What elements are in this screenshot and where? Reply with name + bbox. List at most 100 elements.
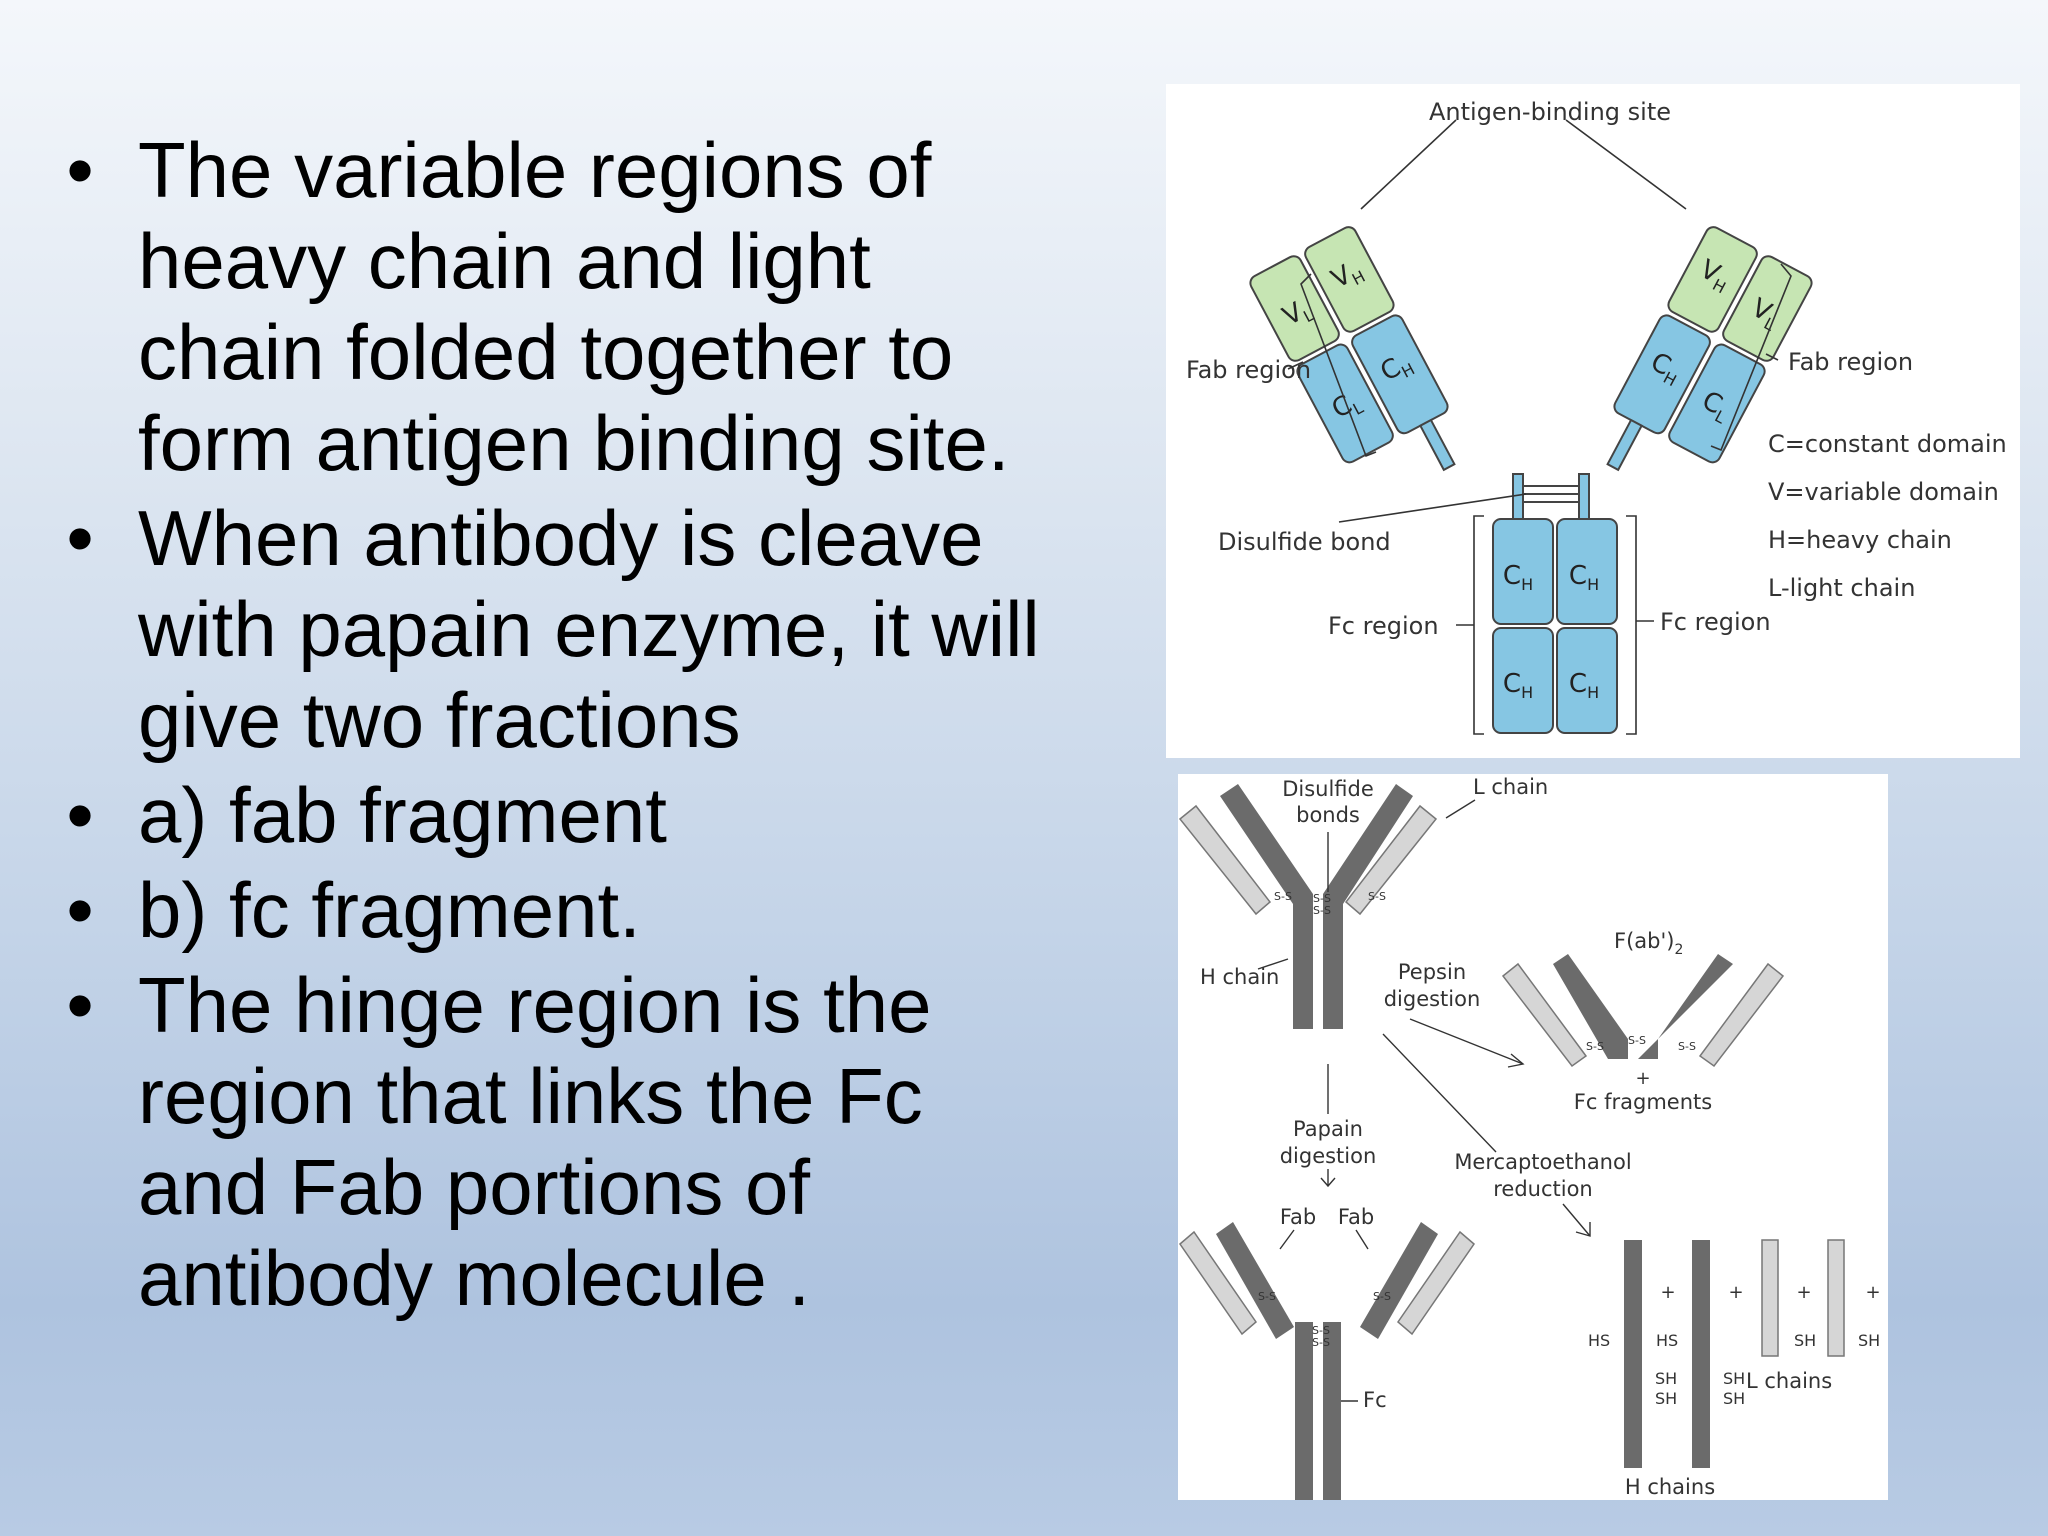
cl-domain bbox=[1668, 343, 1766, 464]
h-chains-label: H chains bbox=[1625, 1475, 1715, 1499]
antigen-binding-site-label: Antigen-binding site bbox=[1429, 98, 1671, 126]
domain-label: C bbox=[1569, 669, 1587, 699]
antigen-site-lines bbox=[1360, 119, 1687, 210]
thiol-labels: HS HS SH SH SH SH SH SH bbox=[1588, 1331, 1880, 1408]
svg-text:HS: HS bbox=[1656, 1331, 1678, 1350]
heavy-chain bbox=[1323, 784, 1413, 1029]
bullet-dot: • bbox=[66, 866, 94, 954]
svg-text:+: + bbox=[1728, 1282, 1743, 1303]
ss-label: S-S bbox=[1274, 890, 1292, 903]
fab2-label: F(ab') bbox=[1614, 929, 1674, 953]
legend-item: L-light chain bbox=[1768, 574, 1915, 602]
heavy-chain bbox=[1553, 954, 1628, 1059]
svg-text:S-S: S-S bbox=[1312, 1324, 1330, 1337]
bullet-item: • a) fab fragment bbox=[60, 770, 1160, 861]
vh-domain bbox=[1304, 226, 1395, 333]
fab-brackets bbox=[1287, 263, 1792, 458]
intact-antibody: S-S S-S S-S S-S bbox=[1178, 784, 1438, 1029]
right-fab-arm: VH VL CH CL bbox=[1606, 226, 1813, 472]
bullet-dot: • bbox=[66, 126, 94, 214]
fc-label: Fc bbox=[1363, 1388, 1387, 1412]
antibody-cleavage-svg: S-S S-S S-S S-S Disulfide bonds L chain … bbox=[1178, 775, 1881, 1500]
svg-text:Disulfide: Disulfide bbox=[1282, 777, 1374, 801]
antibody-cleavage-diagram: S-S S-S S-S S-S Disulfide bonds L chain … bbox=[1178, 774, 1888, 1500]
bullet-text: The hinge region is the region that link… bbox=[138, 961, 932, 1322]
svg-text:S-S: S-S bbox=[1628, 1034, 1646, 1047]
h-chain-free bbox=[1624, 1240, 1642, 1468]
pepsin-label-line2: digestion bbox=[1384, 987, 1481, 1011]
svg-text:SH: SH bbox=[1655, 1389, 1677, 1408]
bullet-text: b) fc fragment. bbox=[138, 866, 641, 954]
disulfide-bonds-label-line2: bonds bbox=[1296, 803, 1360, 827]
antibody-structure-diagram: Antigen-binding site VL VH CL CH VH VL C… bbox=[1166, 84, 2020, 758]
bullet-item: •The hinge region is the region that lin… bbox=[60, 960, 1160, 1324]
svg-text:CH: CH bbox=[1569, 561, 1599, 594]
fab2-fragment: S-S S-S S-S bbox=[1501, 954, 1785, 1068]
l-chain-label: L chain bbox=[1473, 775, 1548, 799]
ss-label: S-S bbox=[1313, 904, 1331, 917]
papain-label-line2: digestion bbox=[1280, 1144, 1377, 1168]
disulfide-bonds-label-line1: Disulfide bbox=[1282, 777, 1374, 801]
mercaptoethanol-line bbox=[1382, 1033, 1497, 1153]
fab-region-right-label: Fab region bbox=[1788, 348, 1913, 376]
plus-signs: + + + + bbox=[1660, 1282, 1880, 1303]
svg-text:SH: SH bbox=[1723, 1389, 1745, 1408]
light-chain bbox=[1501, 962, 1588, 1068]
hinge-stem bbox=[1606, 418, 1643, 472]
fc-ch-domain bbox=[1556, 518, 1618, 625]
l-chain-pointer bbox=[1445, 799, 1476, 819]
domain-label: C bbox=[1503, 561, 1521, 591]
light-chain bbox=[1178, 1230, 1258, 1336]
svg-text:SH: SH bbox=[1723, 1369, 1745, 1388]
legend-item: C=constant domain bbox=[1768, 430, 2007, 458]
ss-label: S-S bbox=[1368, 890, 1386, 903]
disulfide-bond-label: Disulfide bond bbox=[1218, 528, 1391, 556]
bullet-item: • The variable regions of heavy chain and… bbox=[60, 125, 1160, 489]
domain-sub: H bbox=[1521, 575, 1533, 594]
bullet-list: • The variable regions of heavy chain and… bbox=[60, 125, 1160, 1328]
domain-sub: H bbox=[1587, 575, 1599, 594]
svg-text:SH: SH bbox=[1655, 1369, 1677, 1388]
domain-sub: H bbox=[1587, 683, 1599, 702]
heavy-chain bbox=[1323, 1322, 1341, 1500]
svg-text:F(ab')2: F(ab')2 bbox=[1614, 929, 1683, 958]
bullet-text: The variable regions of heavy chain and … bbox=[138, 126, 1010, 487]
fc-fragment: S-S S-S bbox=[1295, 1322, 1341, 1500]
svg-text:S-S: S-S bbox=[1312, 1336, 1330, 1349]
svg-text:CH: CH bbox=[1503, 669, 1533, 702]
bullet-dot: • bbox=[66, 771, 94, 859]
fc-domains: CH CH CH CH bbox=[1492, 518, 1618, 734]
svg-text:+: + bbox=[1796, 1282, 1811, 1303]
mercaptoethanol-label-line2: reduction bbox=[1493, 1177, 1593, 1201]
legend-item: H=heavy chain bbox=[1768, 526, 1952, 554]
fab2-sub: 2 bbox=[1674, 942, 1683, 958]
domain-label: C bbox=[1503, 669, 1521, 699]
svg-text:+: + bbox=[1865, 1282, 1880, 1303]
pepsin-label-line1: Pepsin bbox=[1398, 960, 1466, 984]
svg-text:HS: HS bbox=[1588, 1331, 1610, 1350]
reduced-chains bbox=[1624, 1239, 1845, 1468]
fc-ch-domain bbox=[1556, 627, 1618, 734]
h-chain-pointer bbox=[1257, 958, 1289, 970]
vl-domain bbox=[1722, 255, 1813, 362]
fab-region-left-label: Fab region bbox=[1186, 356, 1311, 384]
fab-label: Fab bbox=[1280, 1205, 1316, 1229]
h-chain-label: H chain bbox=[1200, 965, 1279, 989]
mercaptoethanol-label-line1: Mercaptoethanol bbox=[1454, 1150, 1631, 1174]
svg-text:CH: CH bbox=[1569, 669, 1599, 702]
svg-text:S-S: S-S bbox=[1373, 1290, 1391, 1303]
svg-text:S-S: S-S bbox=[1258, 1290, 1276, 1303]
left-fab-arm: VL VH CL CH bbox=[1249, 226, 1456, 472]
bullet-text: When antibody is cleave with papain enzy… bbox=[138, 494, 1040, 764]
heavy-chain bbox=[1360, 1222, 1438, 1339]
heavy-chain bbox=[1638, 954, 1733, 1059]
light-chain bbox=[1178, 804, 1272, 916]
pepsin-arrow bbox=[1409, 1018, 1524, 1065]
heavy-chain bbox=[1220, 784, 1313, 1029]
fab-label: Fab bbox=[1338, 1205, 1374, 1229]
antibody-structure-svg: Antigen-binding site VL VH CL CH VH VL C… bbox=[1186, 98, 2007, 735]
fc-brackets bbox=[1456, 515, 1654, 735]
bullet-text: a) fab fragment bbox=[138, 771, 667, 859]
svg-text:CH: CH bbox=[1503, 561, 1533, 594]
vh-domain bbox=[1667, 226, 1758, 333]
